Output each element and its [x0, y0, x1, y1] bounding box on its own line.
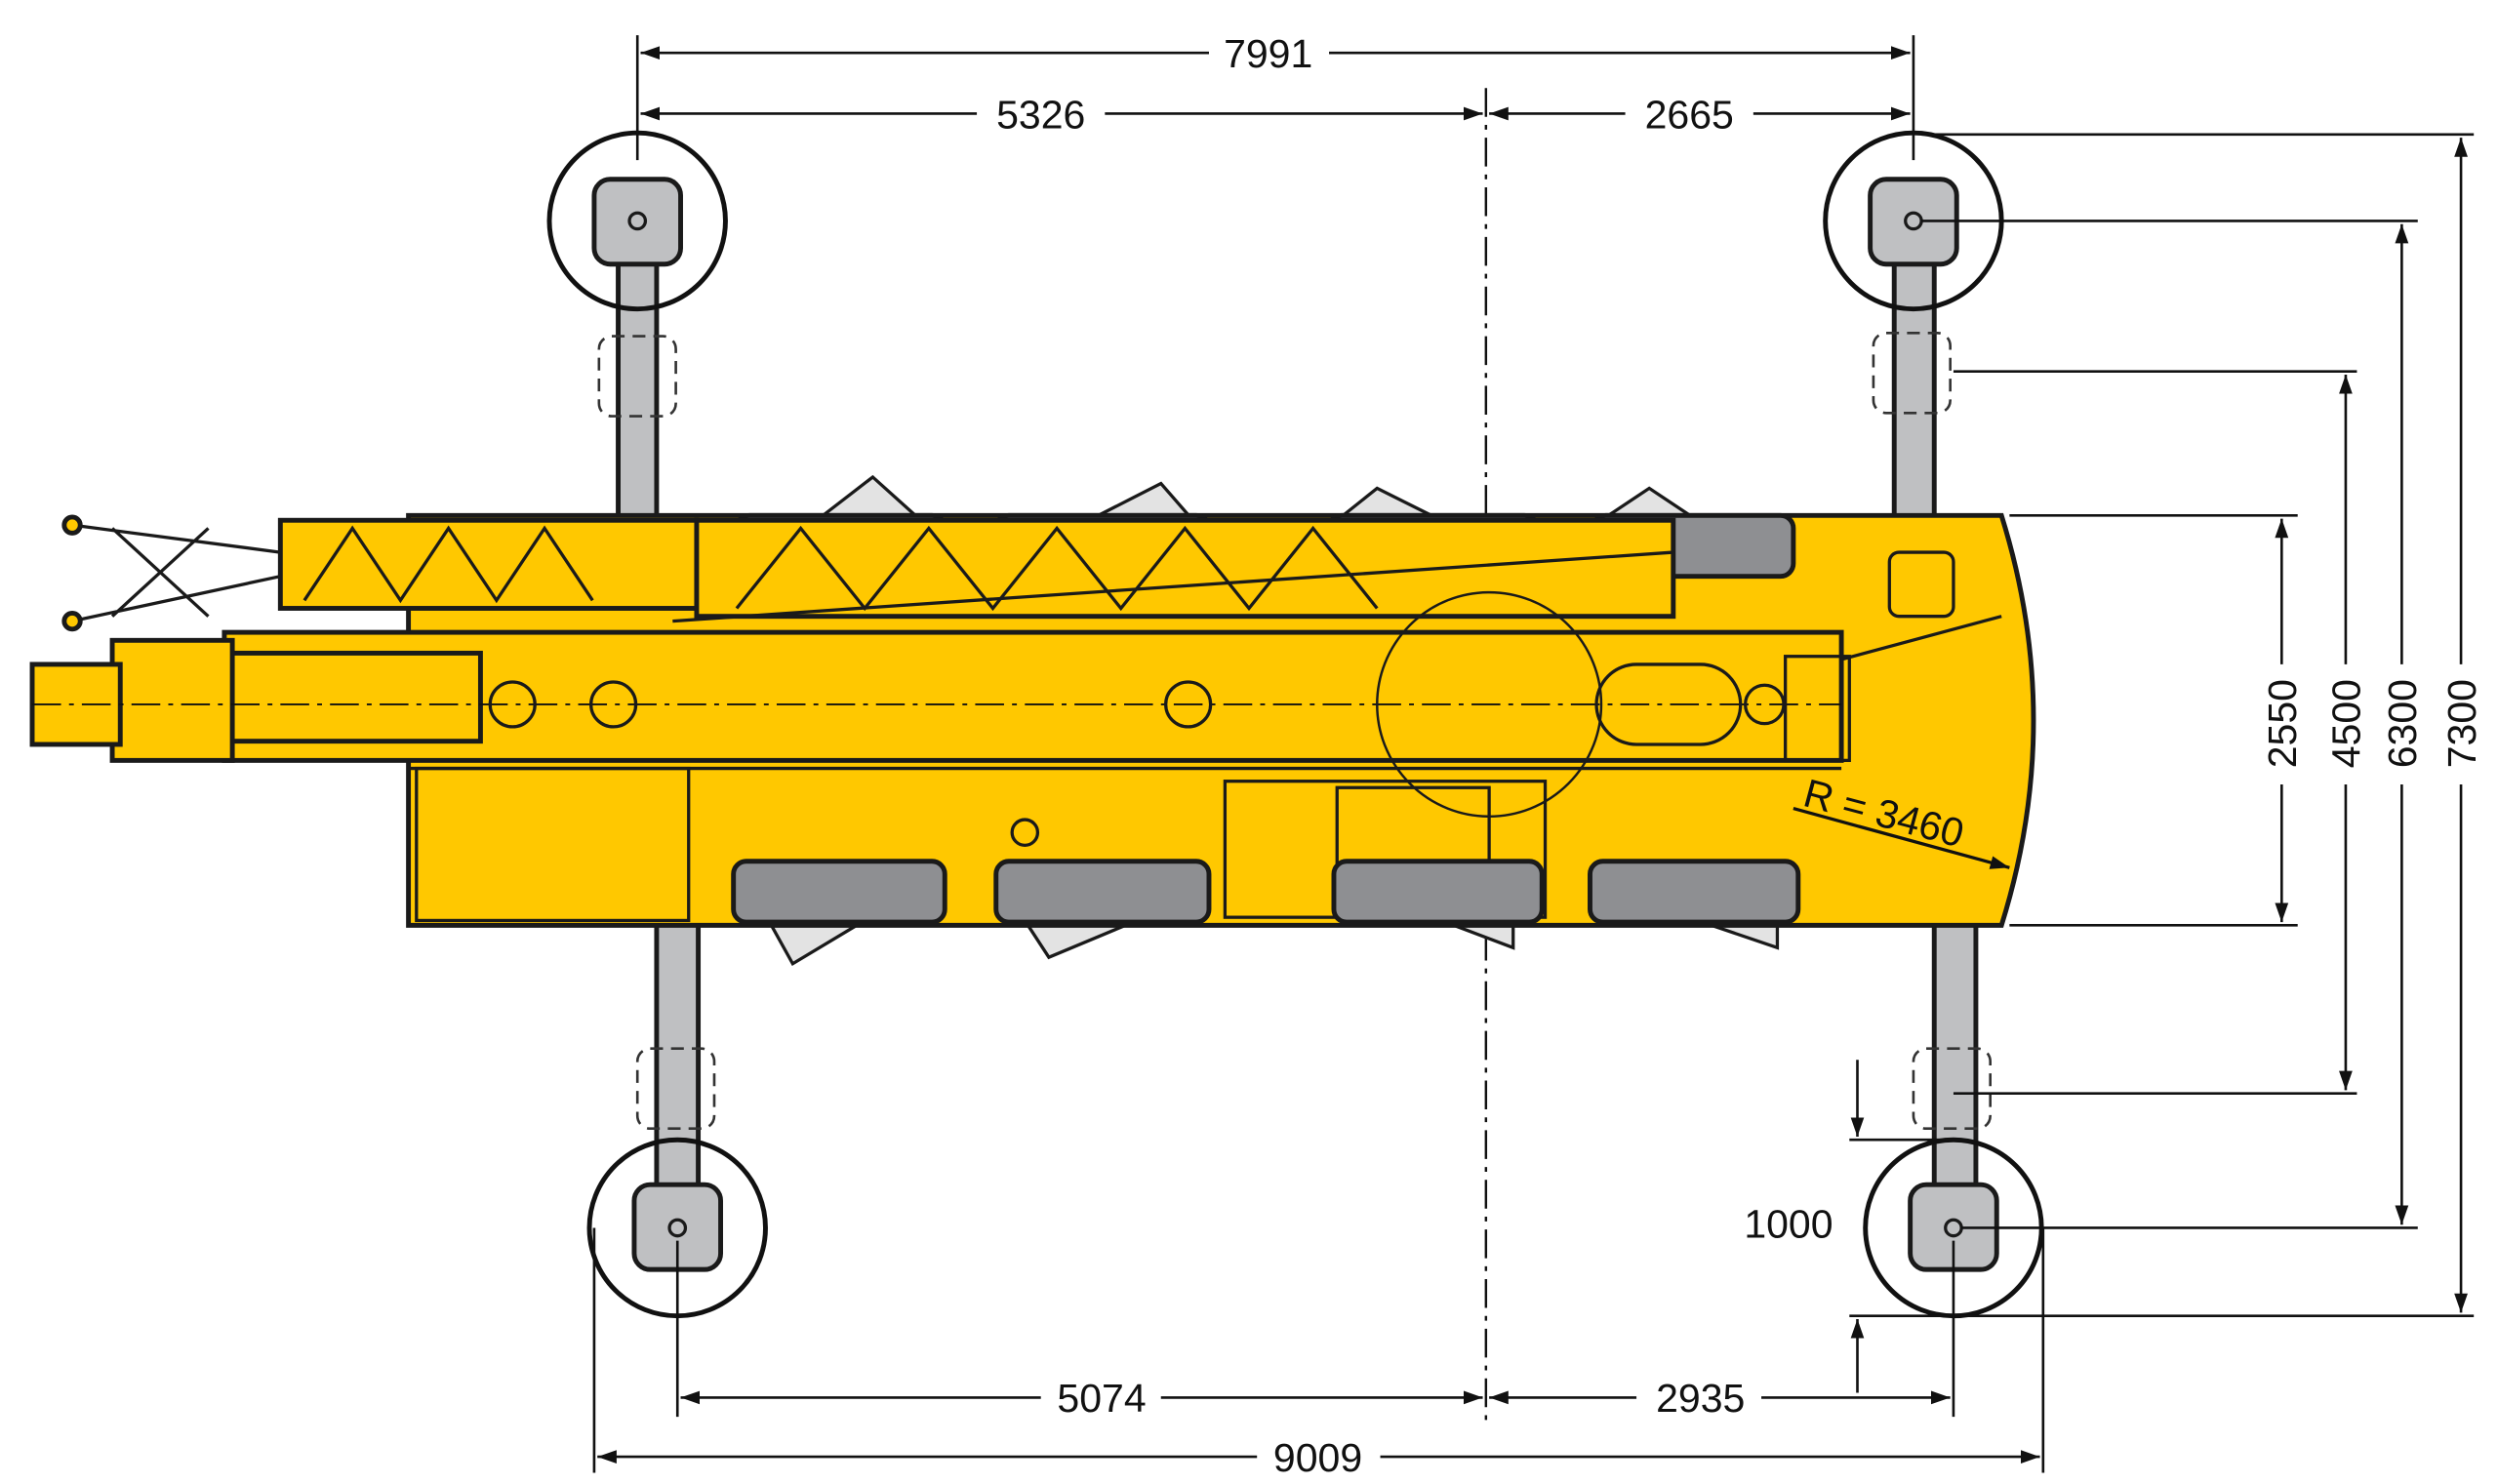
dimension-label: 9009: [1273, 1435, 1362, 1480]
dimension-4500: 4500: [2324, 374, 2369, 1091]
dimension-label: 2550: [2260, 679, 2305, 768]
outrigger-front-left: [546, 130, 728, 523]
tire: [731, 859, 947, 925]
telescopic-boom: [29, 590, 1851, 819]
dimension-label: 1000: [1744, 1201, 1833, 1246]
dimension-label: 2665: [1645, 92, 1734, 137]
dimension-label: 7300: [2439, 679, 2484, 768]
dimension-6300: 6300: [2380, 223, 2425, 1225]
dimension-label: 4500: [2324, 679, 2369, 768]
dimension-label: 2935: [1656, 1376, 1745, 1421]
dimension-label: 6300: [2380, 679, 2425, 768]
outrigger-front-right: [586, 917, 768, 1319]
dimension-5074: 5074: [680, 1376, 1483, 1421]
tire: [993, 859, 1212, 925]
dimension-label: 5326: [996, 92, 1085, 137]
dimension-2665: 2665: [1489, 92, 1911, 137]
dimension-7300: 7300: [2439, 138, 2484, 1313]
dimension-label: 5074: [1057, 1376, 1146, 1421]
dimension-2550: 2550: [2260, 518, 2305, 923]
tire: [1331, 859, 1545, 925]
lattice-jib: [61, 514, 1676, 632]
outrigger-rear-left: [1823, 130, 2004, 523]
tire: [1588, 859, 1801, 925]
dimension-9009: 9009: [597, 1435, 2040, 1480]
dimension-label: 7991: [1224, 31, 1312, 76]
dimension-1000: 1000: [1744, 1060, 1946, 1393]
dimension-7991: 7991: [635, 31, 1915, 161]
dimension-2935: 2935: [1489, 1376, 1951, 1421]
dimension-5326: 5326: [640, 92, 1483, 137]
